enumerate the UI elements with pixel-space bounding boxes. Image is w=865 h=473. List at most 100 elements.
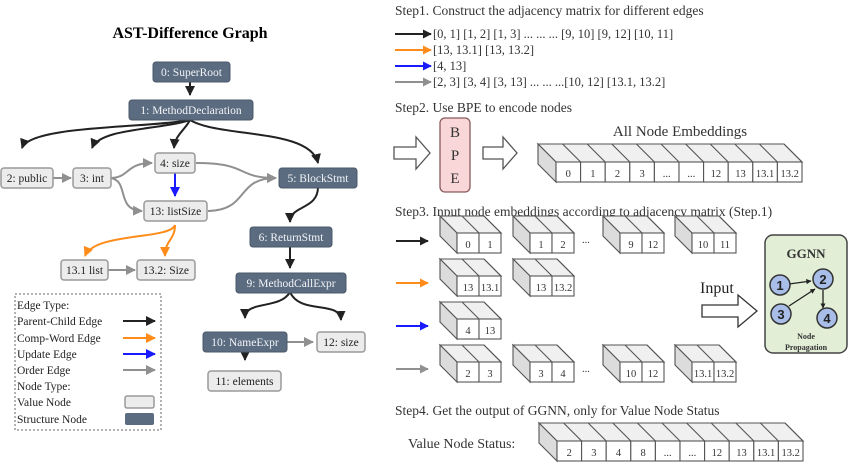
ggnn-edge-1-2 [788,279,812,285]
pair-comp_word-1-side [512,257,531,298]
embedding-cell-label: ... [663,169,671,180]
node-public[interactable]: 2: public [0,167,54,189]
node-size-12[interactable]: 12: size [316,331,366,353]
legend-node-type-label: Node Type: [17,381,71,393]
svg-text:0: SuperRoot: 0: SuperRoot [161,67,223,79]
embedding-cell [703,161,729,183]
embedding-cell-label: 12 [711,169,722,180]
pair-parent_child-3-divider [718,215,737,234]
pair-order-2-side [602,343,621,384]
pair-order-1-side [512,343,531,384]
edge-13-132 [160,224,176,257]
status-cell [679,440,706,462]
node-nameexpr[interactable]: 10: NameExpr [202,331,288,353]
ggnn-box: GGNN 1 2 3 4 Node Propagation [764,234,848,354]
pair-parent_child-2-cell [619,232,643,254]
status-cell [753,440,779,462]
pair-parent_child-2-top [601,215,666,234]
node-returnstmt[interactable]: 6: ReturnStmt [249,226,333,248]
svg-text:11: elements: 11: elements [215,376,274,388]
edge-1-2 [20,119,191,149]
edge-13-5 [207,173,277,212]
pair-parent_child-1-divider [556,215,575,234]
status-divider [637,422,656,442]
step3-title: Step3. Input node embeddings according t… [395,204,772,219]
svg-text:3: int: 3: int [80,173,105,185]
pair-update-0-top [438,301,503,320]
node-list-13-1[interactable]: 13.1 list [60,259,109,281]
pair-comp_word-0-divider [483,258,502,277]
node-blockstmt[interactable]: 5: BlockStmt [278,167,358,189]
node-elements[interactable]: 11: elements [207,370,282,392]
status-cell-label: 13 [736,448,747,459]
pair-order-3-divider [718,344,737,363]
pair-comp_word-0-cell [478,275,502,297]
pair-parent_child-2-divider [646,215,665,234]
step2-title: Step2. Use BPE to encode nodes [395,100,572,115]
ggnn-node-4: 4 [816,307,838,329]
input-label: Input [700,280,734,297]
node-size-13-2[interactable]: 13.2: Size [136,259,196,281]
pair-order-2-top [601,344,666,363]
svg-text:1: 1 [776,278,783,293]
pair-order-1-cell [551,361,575,383]
pair-parent_child-1-cell-label: 2 [560,240,565,251]
pair-parent_child-0-cell-label: 1 [487,240,492,251]
pair-order-2-cell [641,361,665,383]
embedding-cell-label: 13 [735,169,746,180]
svg-text:2: 2 [819,272,826,287]
embedding-cell [653,161,680,183]
embedding-cell-label: 0 [566,169,571,180]
embedding-divider [759,143,778,163]
pair-order-3-cell-label: 13.1 [694,369,712,380]
pair-parent_child-1-cell [529,232,553,254]
status-cell [728,440,755,462]
embedding-divider [636,143,655,163]
node-int[interactable]: 3: int [72,167,112,189]
pair-parent_child-0-divider [483,215,502,234]
pair-parent_child-3-cell [691,232,715,254]
node-size-4[interactable]: 4: size [154,152,196,174]
pair-comp_word-1-divider [556,258,575,277]
pair-parent_child-3-cell-label: 10 [698,240,709,251]
embedding-cell-label: 13.1 [756,169,774,180]
step1-row-order: [2, 3] [3, 4] [3, 13] ... ... ...[10, 12… [433,75,665,89]
pair-parent_child-1-side [512,214,531,255]
node-superroot[interactable]: 0: SuperRoot [152,61,231,83]
embedding-cell-label: 2 [615,169,620,180]
pair-order-1-cell-label: 3 [538,369,543,380]
status-top [537,422,805,442]
pair-order-1-divider [556,344,575,363]
status-side [538,421,558,463]
svg-text:13: listSize: 13: listSize [150,206,201,218]
node-methodcallexpr[interactable]: 9: MethodCallExpr [235,272,347,294]
legend-comp-word-label: Comp-Word Edge [17,333,101,345]
embedding-cell [555,161,582,183]
embedding-cell [580,161,606,183]
legend-order-label: Order Edge [17,365,70,377]
embedding-divider [734,143,754,163]
pair-update-0-divider [483,301,502,320]
pair-parent_child-2-cell-label: 9 [628,240,633,251]
all-node-embeddings-label: All Node Embeddings [613,124,747,140]
pair-parent_child-1-divider [534,215,553,234]
edge-13-131 [83,224,176,257]
pair-parent_child-2-divider [624,215,643,234]
step1-row-comp-word: [13, 13.1] [13, 13.2] [433,43,534,57]
pair-parent_child-0-cell [478,232,502,254]
pair-parent_child-3-side [674,214,693,255]
node-listsize[interactable]: 13: listSize [143,200,208,222]
node-methoddeclaration[interactable]: 1: MethodDeclaration [128,99,254,121]
pair-order-2-cell [619,361,643,383]
pair-order-1-divider [534,344,553,363]
embedding-divider [783,143,803,163]
pair-order-3-divider [696,344,715,363]
